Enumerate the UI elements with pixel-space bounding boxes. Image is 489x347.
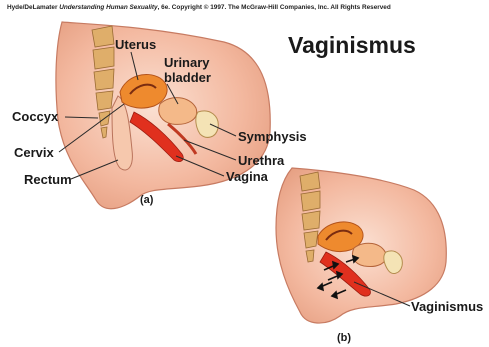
label-symphysis: Symphysis [238,130,307,143]
figure-a-panel-label: (a) [140,194,153,206]
label-vagina: Vagina [226,170,268,183]
label-uterus: Uterus [115,38,156,51]
figure-a-symphysis [196,111,218,137]
label-cervix: Cervix [14,146,54,159]
label-coccyx: Coccyx [12,110,58,123]
figure-b-panel-label: (b) [337,332,351,344]
label-urethra: Urethra [238,154,284,167]
label-urinary-bladder-line2: bladder [164,71,211,84]
figure-b-bladder [352,243,386,266]
figure-a-bladder [159,98,197,125]
label-rectum: Rectum [24,173,72,186]
label-urinary-bladder-line1: Urinary [164,56,210,69]
label-vaginismus: Vaginismus [411,300,483,313]
